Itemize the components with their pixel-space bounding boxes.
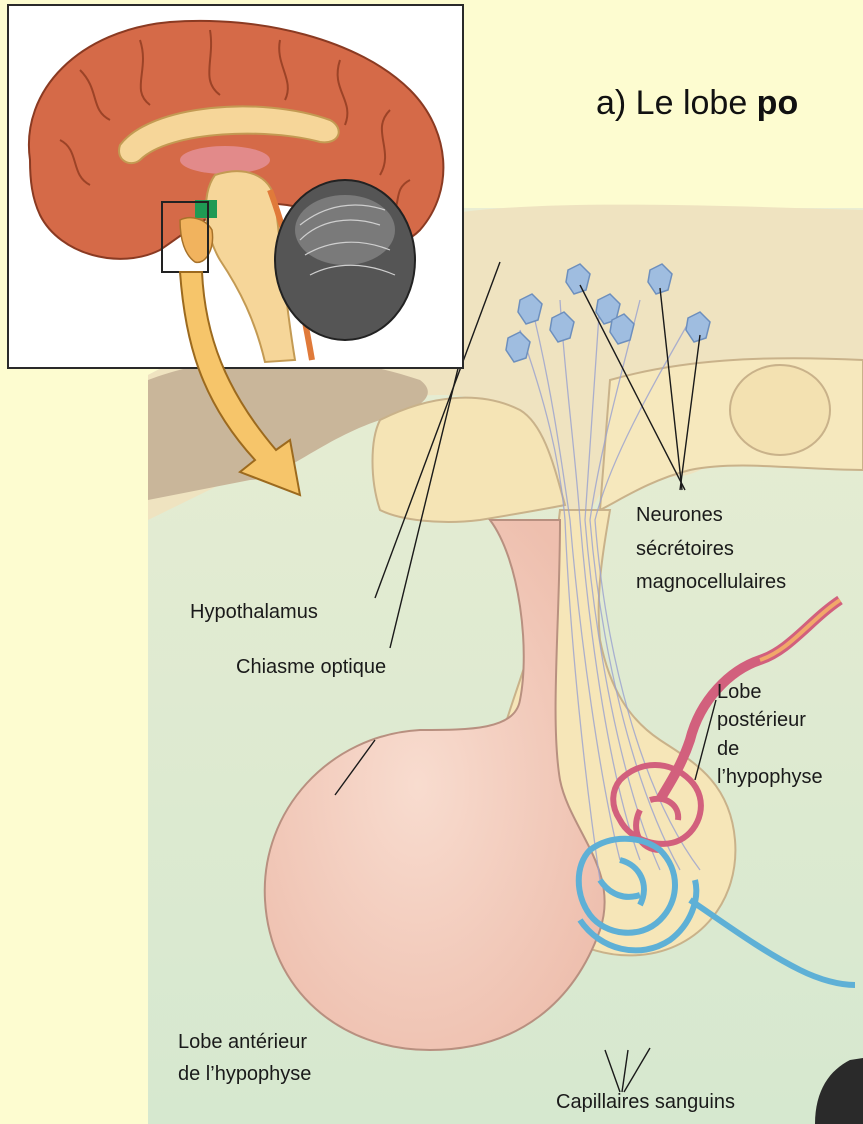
- label-lobe-anterieur-line1: Lobe antérieur: [178, 1030, 307, 1054]
- label-lobe-posterieur-line3: de: [717, 737, 739, 761]
- label-hypothalamus: Hypothalamus: [190, 600, 318, 624]
- label-capillaires-sanguins: Capillaires sanguins: [556, 1090, 735, 1114]
- label-neurones-line2: sécrétoires: [636, 537, 734, 561]
- label-neurones-line3: magnocellulaires: [636, 570, 786, 594]
- label-chiasme-optique: Chiasme optique: [236, 655, 386, 679]
- label-lobe-anterieur-line2: de l’hypophyse: [178, 1062, 311, 1086]
- label-lobe-posterieur-line4: l’hypophyse: [717, 765, 823, 789]
- label-neurones-line1: Neurones: [636, 503, 723, 527]
- label-lobe-posterieur-line2: postérieur: [717, 708, 806, 732]
- label-lobe-posterieur-line1: Lobe: [717, 680, 762, 704]
- slide-title: a) Le lobe po: [596, 84, 798, 123]
- title-prefix: a) Le lobe: [596, 84, 757, 122]
- title-bold: po: [757, 84, 799, 122]
